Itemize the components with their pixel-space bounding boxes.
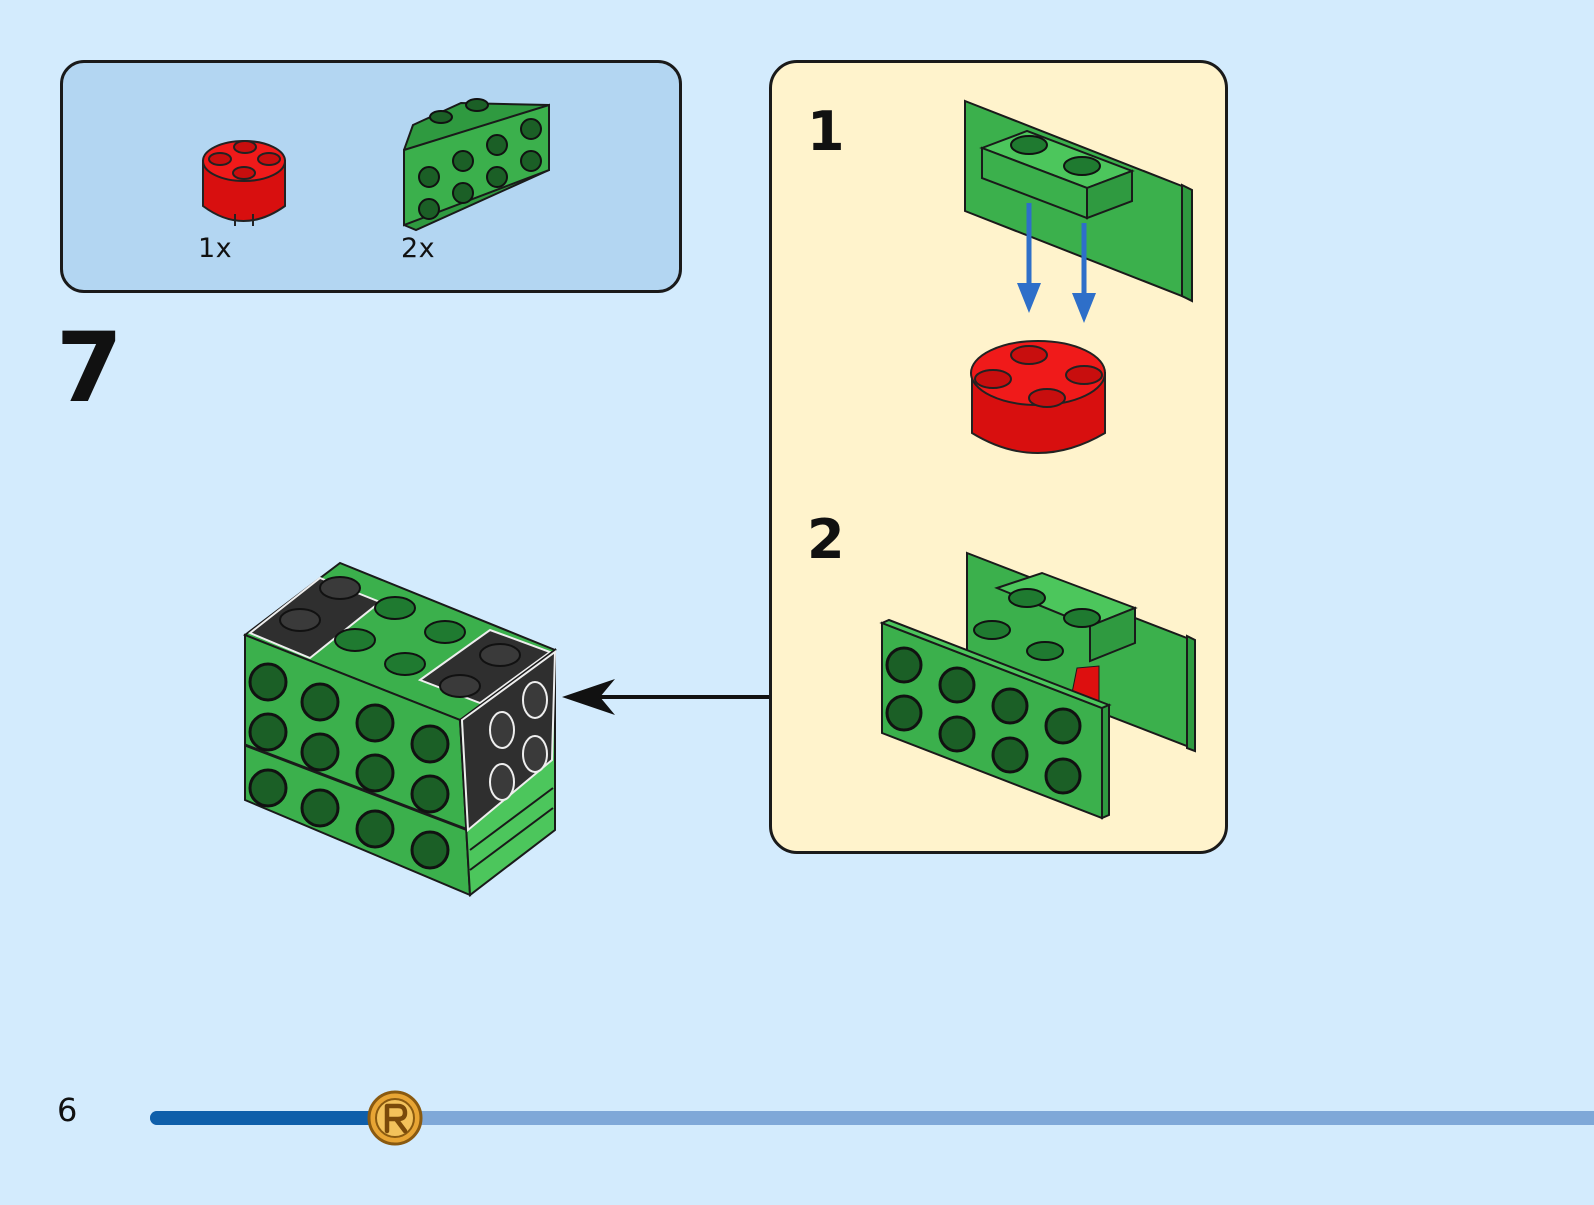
- part-quantity-2: 2x: [401, 233, 436, 264]
- parts-list-box: 1x 2x: [60, 60, 682, 293]
- step-number: 7: [56, 312, 123, 424]
- green-bracket-icon: [403, 98, 550, 232]
- sub-step-number-2: 2: [807, 508, 845, 571]
- assembly-model-illustration: [242, 561, 558, 897]
- progress-track: [150, 1111, 1594, 1125]
- ninjago-r-icon: [367, 1090, 423, 1146]
- page-number: 6: [57, 1091, 78, 1129]
- attach-arrow-icon: [562, 679, 770, 715]
- sub-step-1-illustration: [964, 99, 1193, 454]
- red-round-brick-icon: [202, 140, 286, 226]
- part-quantity-1: 1x: [198, 233, 233, 264]
- sub-step-number-1: 1: [807, 100, 845, 163]
- sub-step-2-illustration: [879, 551, 1196, 820]
- sub-assembly-box: 1 2: [769, 60, 1228, 854]
- progress-fill: [150, 1111, 395, 1125]
